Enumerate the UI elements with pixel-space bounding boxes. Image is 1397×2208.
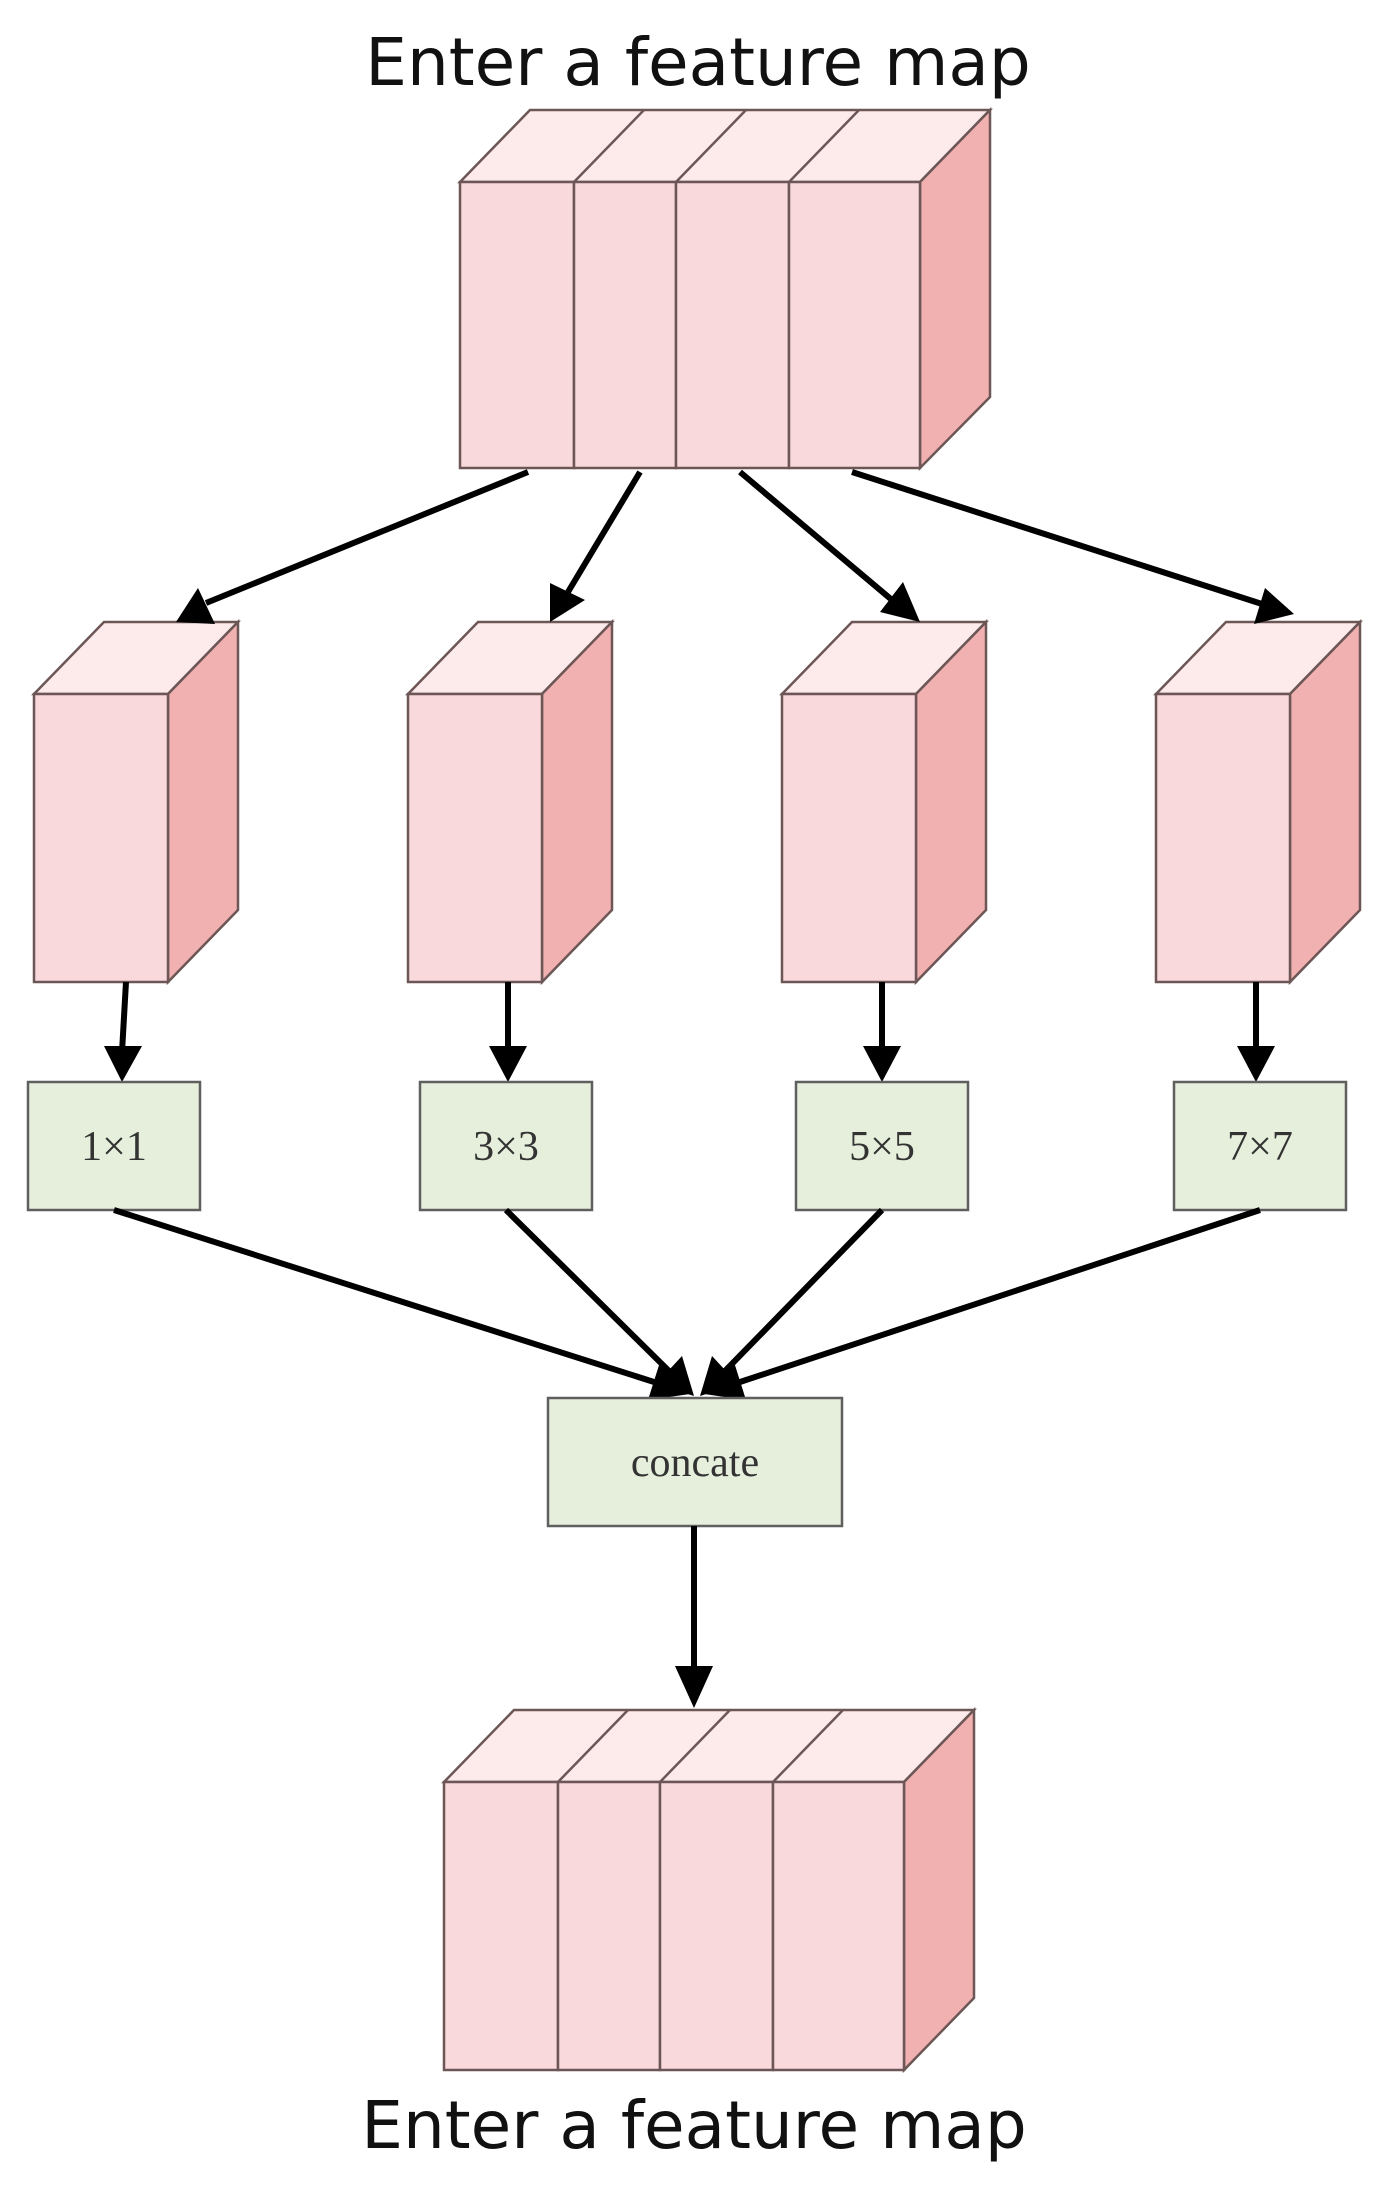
branch-1-front-face [32,692,170,984]
input-map-top-divider-3 [788,109,860,183]
output-map-slab-2 [556,1780,662,2072]
output-map-slab-1 [442,1780,560,2072]
input-map-top-face [457,108,993,184]
branch-feature-map-1 [31,618,241,986]
split-arrow-3-head [880,582,920,622]
branch-2-arrow-head [489,1046,527,1082]
merge-arrow-2-head [656,1356,694,1396]
output-feature-map [441,1706,977,2074]
input-map-slab-4 [787,180,922,470]
merge-arrows [113,1207,1261,1400]
op-box-4-rect [1172,1080,1348,1212]
output-map-top-divider-1 [557,1709,629,1783]
branch-feature-map-2 [405,618,615,986]
split-arrow-3-line [738,469,894,603]
input-map-slab-1 [458,180,576,470]
branch-1-arrow-line [119,981,129,1053]
branch-3-front-face [780,692,918,984]
op-box-7x7: 7×7 [1172,1080,1348,1212]
input-feature-map [457,106,993,472]
merge-arrow-4-line [739,1207,1261,1385]
branch-to-op-arrows [104,981,1275,1082]
op-box-4-label: 7×7 [1227,1124,1293,1170]
op-box-2-rect [418,1080,594,1212]
output-map-top-face [441,1708,977,1784]
op-box-1x1: 1×1 [26,1080,202,1212]
concat-box-rect [546,1396,844,1528]
input-feature-map-label: Enter a feature map [365,24,1030,101]
split-arrow-4-line [851,469,1263,607]
op-box-3-rect [794,1080,970,1212]
input-map-slab-2 [572,180,678,470]
branch-4-front-face [1154,692,1292,984]
split-arrow-2-head [550,583,585,622]
merge-arrow-1-line [113,1207,655,1385]
branch-feature-map-4 [1153,618,1363,986]
op-box-2-label: 3×3 [473,1124,539,1170]
split-arrows [176,469,1294,624]
concat-box-label: concate [631,1440,759,1486]
split-arrow-2-line [565,470,643,594]
branch-4-arrow-head [1237,1046,1275,1082]
op-box-1-rect [26,1080,202,1212]
merge-arrow-4-head [704,1362,746,1400]
branch-3-arrow-head [863,1046,901,1082]
input-map-top-divider-1 [573,109,645,183]
branch-1-arrow-head [104,1046,142,1082]
branch-2-front-face [406,692,544,984]
concat-box: concate [546,1396,844,1528]
split-arrow-1-head [176,588,215,624]
op-box-3-label: 5×5 [849,1124,915,1170]
output-arrow-head [675,1666,713,1708]
output-map-top-divider-2 [659,1709,731,1783]
input-map-slab-3 [674,180,791,470]
merge-arrow-3-line [721,1207,885,1375]
merge-arrow-2-line [503,1207,673,1375]
split-arrow-4-head [1254,588,1294,624]
output-feature-map-label: Enter a feature map [361,2087,1026,2164]
op-box-3x3: 3×3 [418,1080,594,1212]
output-map-top-divider-3 [772,1709,844,1783]
output-map-slab-3 [658,1780,775,2072]
branch-feature-map-3 [779,618,989,986]
output-map-slab-4 [771,1780,906,2072]
split-arrow-1-line [204,469,530,606]
op-box-1-label: 1×1 [81,1124,147,1170]
output-arrow [675,1526,713,1708]
input-map-top-divider-2 [675,109,747,183]
op-box-5x5: 5×5 [794,1080,970,1212]
